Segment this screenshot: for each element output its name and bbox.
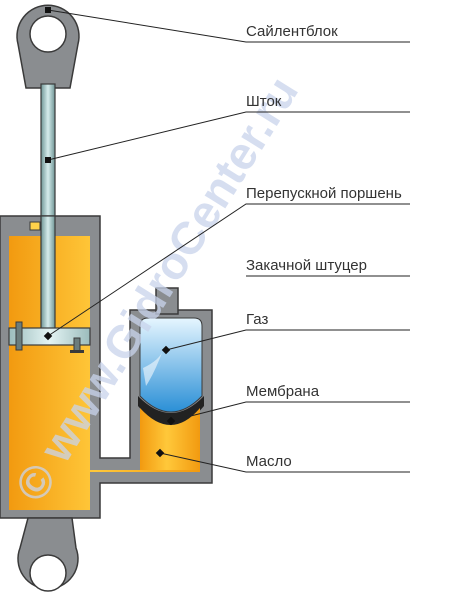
- label-silentblock: Сайлентблок: [246, 23, 338, 40]
- charge-fitting: [155, 287, 179, 315]
- bottom-silentblock: [17, 517, 79, 592]
- label-oil: Масло: [246, 453, 292, 470]
- rod-seal: [29, 221, 41, 231]
- gas-reservoir: [139, 317, 203, 420]
- leader-lines: [47, 9, 410, 473]
- label-gas: Газ: [246, 311, 268, 328]
- label-charge-fitting: Закачной штуцер: [246, 257, 367, 274]
- top-silentblock: [16, 4, 80, 89]
- markers: [43, 7, 176, 458]
- label-bypass-piston: Перепускной поршень: [246, 185, 402, 202]
- label-rod: Шток: [246, 93, 282, 110]
- membrane: [138, 396, 204, 426]
- label-membrane: Мембрана: [246, 383, 320, 400]
